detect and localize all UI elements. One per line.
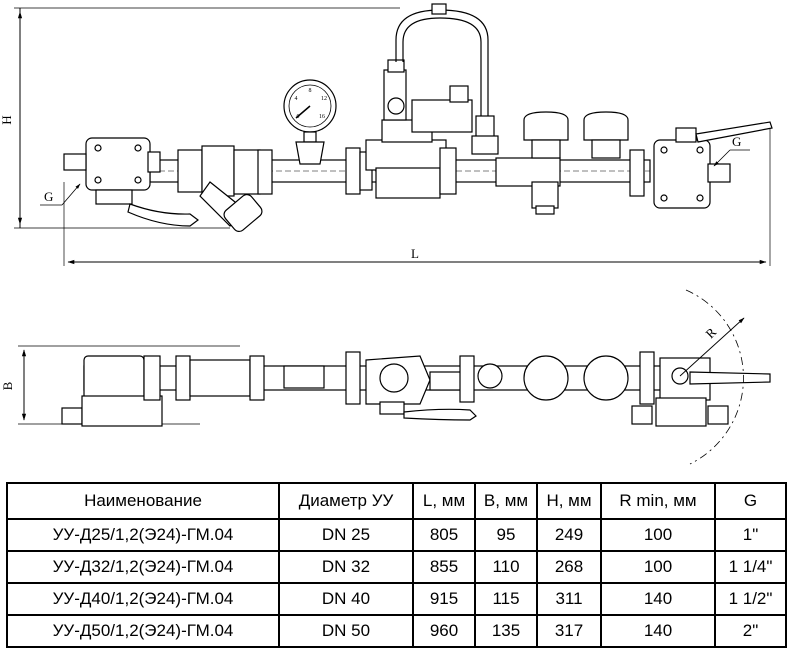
cell-b: 95 bbox=[474, 518, 538, 552]
dim-h-label: H bbox=[0, 115, 14, 124]
cell-l: 915 bbox=[412, 582, 476, 616]
cell-name: УУ-Д40/1,2(Э24)-ГМ.04 bbox=[6, 582, 280, 616]
cell-b: 110 bbox=[474, 550, 538, 584]
gauge-tick: 0 bbox=[297, 114, 300, 120]
cell-diameter: DN 50 bbox=[278, 614, 414, 648]
g-label-left: G bbox=[44, 189, 53, 204]
table-row: УУ-Д40/1,2(Э24)-ГМ.04 DN 40 915 115 311 … bbox=[6, 582, 787, 616]
header-b: B, мм bbox=[474, 482, 538, 520]
front-view bbox=[14, 3, 773, 266]
dim-b-label: B bbox=[0, 381, 15, 390]
cell-h: 317 bbox=[536, 614, 602, 648]
cell-r: 140 bbox=[600, 582, 716, 616]
cell-b: 115 bbox=[474, 582, 538, 616]
cell-r: 140 bbox=[600, 614, 716, 648]
table-header-row: Наименование Диаметр УУ L, мм B, мм H, м… bbox=[6, 482, 787, 520]
cell-diameter: DN 25 bbox=[278, 518, 414, 552]
gauge-tick: 4 bbox=[295, 96, 298, 102]
cell-name: УУ-Д50/1,2(Э24)-ГМ.04 bbox=[6, 614, 280, 648]
dim-r-label: R bbox=[702, 324, 719, 341]
cell-diameter: DN 32 bbox=[278, 550, 414, 584]
gauge-scale: 0 4 8 12 16 bbox=[295, 88, 328, 120]
cell-r: 100 bbox=[600, 518, 716, 552]
header-l: L, мм bbox=[412, 482, 476, 520]
cell-g: 1 1/2" bbox=[714, 582, 787, 616]
cell-l: 855 bbox=[412, 550, 476, 584]
g-label-right: G bbox=[732, 134, 741, 149]
cell-h: 311 bbox=[536, 582, 602, 616]
cell-b: 135 bbox=[474, 614, 538, 648]
header-h: H, мм bbox=[536, 482, 602, 520]
cell-name: УУ-Д25/1,2(Э24)-ГМ.04 bbox=[6, 518, 280, 552]
cell-diameter: DN 40 bbox=[278, 582, 414, 616]
cell-h: 249 bbox=[536, 518, 602, 552]
cell-name: УУ-Д32/1,2(Э24)-ГМ.04 bbox=[6, 550, 280, 584]
technical-drawing: 0 4 8 12 16 H L G G bbox=[0, 3, 773, 465]
gauge-tick: 12 bbox=[321, 96, 327, 102]
cell-r: 100 bbox=[600, 550, 716, 584]
table-row: УУ-Д32/1,2(Э24)-ГМ.04 DN 32 855 110 268 … bbox=[6, 550, 787, 584]
cell-l: 805 bbox=[412, 518, 476, 552]
cell-g: 1 1/4" bbox=[714, 550, 787, 584]
dim-l-label: L bbox=[411, 246, 419, 261]
table-row: УУ-Д25/1,2(Э24)-ГМ.04 DN 25 805 95 249 1… bbox=[6, 518, 787, 552]
gauge-tick: 8 bbox=[309, 88, 312, 94]
header-diameter: Диаметр УУ bbox=[278, 482, 414, 520]
cell-g: 2" bbox=[714, 614, 787, 648]
spec-table: Наименование Диаметр УУ L, мм B, мм H, м… bbox=[6, 482, 787, 648]
gauge-tick: 16 bbox=[319, 114, 325, 120]
top-view bbox=[18, 289, 771, 465]
header-g: G bbox=[714, 482, 787, 520]
cell-l: 960 bbox=[412, 614, 476, 648]
header-r: R min, мм bbox=[600, 482, 716, 520]
header-name: Наименование bbox=[6, 482, 280, 520]
table-row: УУ-Д50/1,2(Э24)-ГМ.04 DN 50 960 135 317 … bbox=[6, 614, 787, 648]
cell-h: 268 bbox=[536, 550, 602, 584]
cell-g: 1" bbox=[714, 518, 787, 552]
